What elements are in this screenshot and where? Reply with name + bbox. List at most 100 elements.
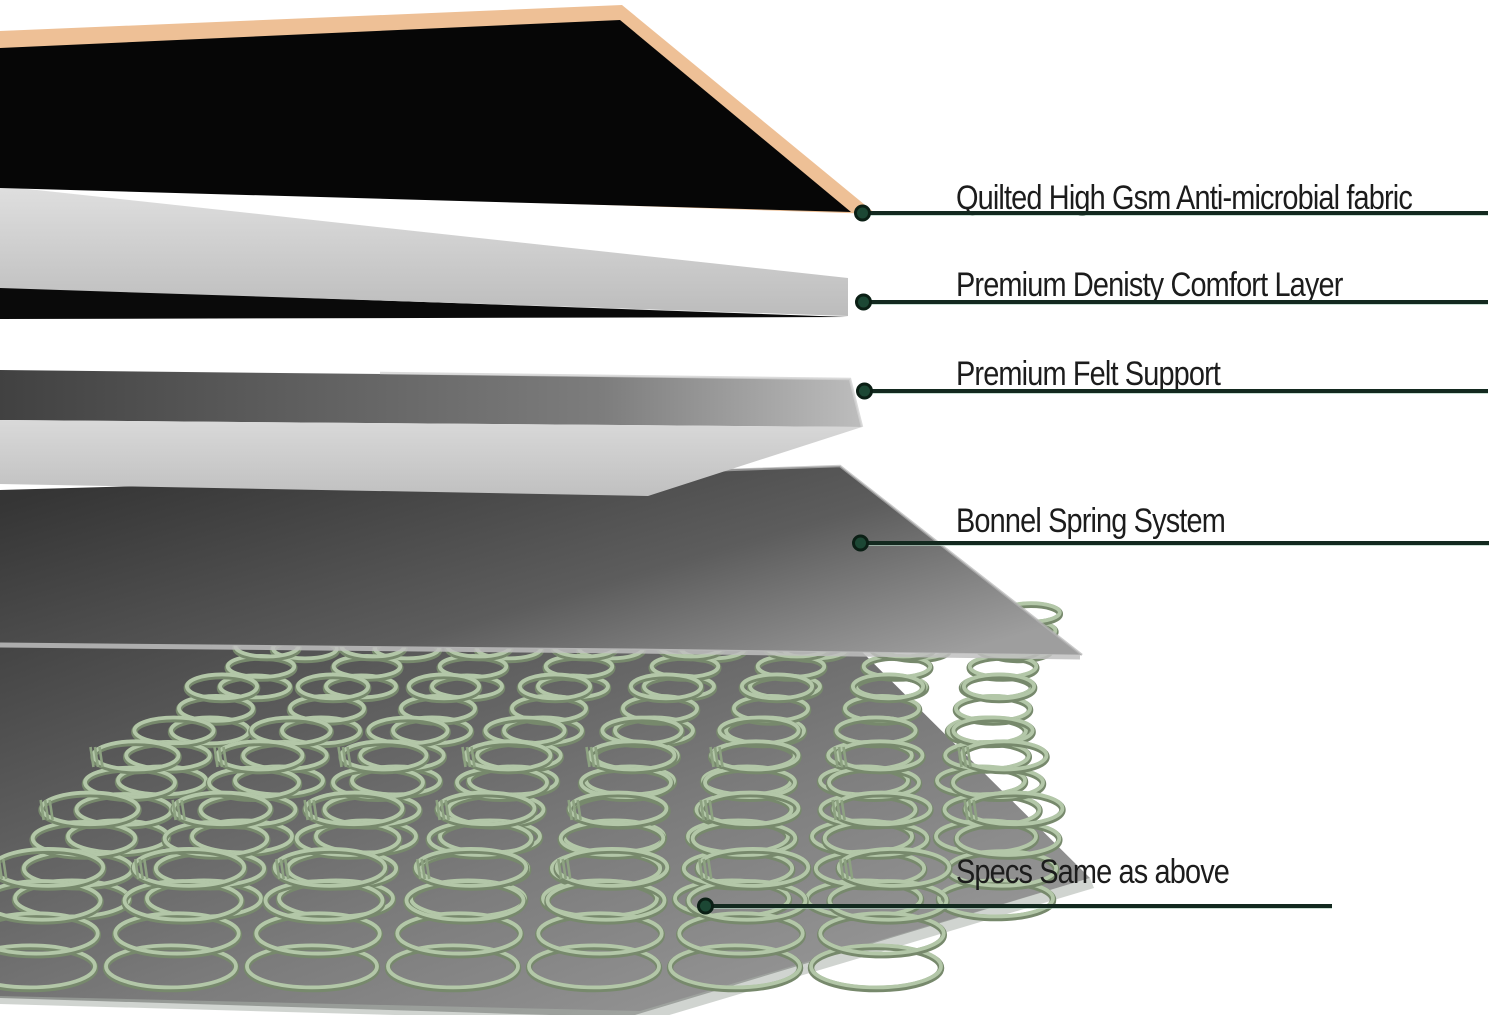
leader-dot-felt-support (856, 382, 873, 400)
spring-tie-mark (957, 746, 963, 768)
spring-tie-mark (567, 799, 573, 821)
spring-tie-mark (274, 858, 281, 880)
spring-coil (384, 847, 530, 993)
spring-tie-mark (303, 799, 309, 821)
spring-tie-mark (833, 746, 839, 768)
spring-tie-mark (718, 746, 724, 768)
spring-tie-mark (217, 746, 224, 768)
callout-label-felt-support: Premium Felt Support (956, 355, 1221, 393)
felt-support-layer (0, 370, 864, 496)
spring-tie-mark (561, 858, 568, 880)
spring-tie-mark (180, 799, 186, 821)
spring-tie-mark (699, 799, 705, 821)
spring-tie-mark (713, 746, 720, 768)
comfort-foam-layer (0, 186, 848, 319)
spring-coil (807, 847, 953, 993)
spring-tie-mark (565, 858, 572, 880)
felt-back-edge (379, 371, 864, 428)
spring-tie-mark (703, 799, 710, 821)
spring-tie-mark (966, 746, 972, 768)
spring-tie-mark (838, 858, 845, 880)
spring-tie-mark (420, 858, 427, 880)
leader-line-felt-support (856, 382, 1488, 400)
comfort-foam-face (0, 186, 848, 316)
callout-label-specs: Specs Same as above (956, 853, 1230, 891)
spring-tie-mark (424, 858, 431, 880)
leader-dot-spring-system (852, 534, 869, 552)
spring-tie-mark (415, 858, 422, 880)
spring-tie-mark (847, 858, 854, 880)
spring-tie-mark (709, 746, 715, 768)
spring-tie-mark (585, 746, 591, 768)
leader-dot-specs (697, 897, 714, 915)
spring-tie-mark (98, 746, 104, 768)
spring-tie-mark (439, 799, 446, 821)
spring-tie-mark (307, 799, 314, 821)
spring-coil (666, 847, 812, 993)
spring-tie-mark (837, 746, 844, 768)
spring-tie-mark (444, 799, 450, 821)
spring-tie-mark (465, 746, 472, 768)
spring-tie-mark (594, 746, 600, 768)
spring-coil (525, 847, 671, 993)
spring-tie-mark (835, 799, 842, 821)
fabric-top-face (0, 20, 851, 212)
leader-line-quilted-fabric (854, 204, 1488, 222)
callout-label-comfort-layer: Premium Denisty Comfort Layer (956, 266, 1343, 304)
spring-tie-mark (312, 799, 318, 821)
spring-coil (243, 847, 389, 993)
felt-front-face (0, 420, 862, 496)
spring-coil (0, 847, 107, 993)
spring-tie-mark (589, 746, 596, 768)
spring-tie-mark (337, 746, 343, 768)
spring-tie-mark (133, 858, 140, 880)
spring-tie-mark (840, 799, 846, 821)
callout-label-quilted-fabric: Quilted High Gsm Anti-microbial fabric (956, 179, 1413, 217)
spring-coil (935, 790, 1066, 922)
leader-line-comfort-layer (855, 293, 1488, 311)
spring-tie-mark (967, 799, 974, 821)
insulator-pad-layer (0, 464, 1083, 660)
spring-tie-mark (972, 799, 978, 821)
spring-tie-mark (341, 746, 348, 768)
quilted-fabric-layer (0, 5, 876, 214)
spring-tie-mark (470, 746, 476, 768)
spring-tie-mark (843, 858, 850, 880)
callout-label-spring-system: Bonnel Spring System (956, 502, 1226, 540)
leader-line-specs (697, 897, 1332, 915)
spring-tie-mark (93, 746, 100, 768)
spring-tie-mark (706, 858, 713, 880)
leader-dot-quilted-fabric (854, 204, 871, 222)
spring-tie-mark (213, 746, 219, 768)
spring-tie-mark (1, 858, 8, 880)
spring-tie-mark (89, 746, 95, 768)
spring-tie-mark (283, 858, 290, 880)
spring-tie-mark (39, 799, 45, 821)
spring-tie-mark (576, 799, 582, 821)
spring-tie-mark (142, 858, 149, 880)
insulator-pad-rim (0, 642, 1081, 660)
spring-tie-mark (961, 746, 968, 768)
spring-tie-mark (963, 799, 969, 821)
spring-tie-mark (171, 799, 177, 821)
spring-tie-mark (435, 799, 441, 821)
spring-tie-mark (697, 858, 704, 880)
spring-tie-mark (556, 858, 563, 880)
spring-tie-mark (461, 746, 467, 768)
spring-tie-mark (708, 799, 714, 821)
insulator-pad-face (0, 466, 1082, 655)
spring-tie-mark (222, 746, 228, 768)
spring-tie-mark (43, 799, 50, 821)
bonnel-springs (0, 601, 1066, 993)
spring-tie-mark (48, 799, 54, 821)
spring-tie-mark (175, 799, 182, 821)
leader-dot-comfort-layer (855, 293, 872, 311)
spring-tie-mark (279, 858, 286, 880)
spring-tie-mark (346, 746, 352, 768)
leader-line-spring-system (852, 534, 1489, 552)
spring-tie-mark (138, 858, 145, 880)
spring-tie-mark (571, 799, 578, 821)
spring-tie-mark (702, 858, 709, 880)
